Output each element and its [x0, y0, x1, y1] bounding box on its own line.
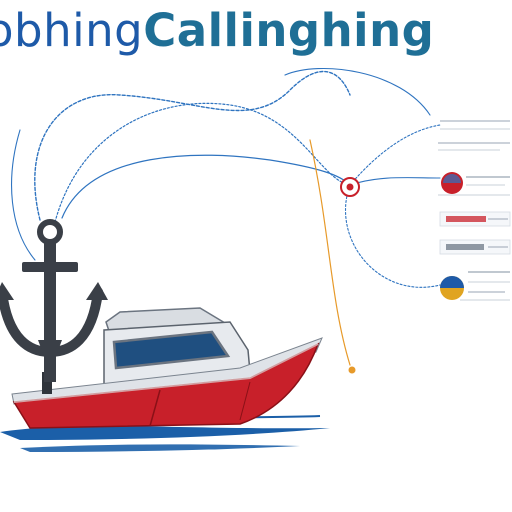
info-card-4	[439, 211, 511, 227]
boat-window	[112, 330, 231, 370]
info-card-1	[440, 120, 510, 130]
title-text: obhingCallinghing	[0, 8, 506, 53]
fishing-line-8	[309, 139, 351, 366]
info-card-2	[438, 142, 510, 151]
boat-deck	[11, 337, 323, 405]
fishing-line-3	[61, 154, 351, 219]
anchor-icon	[0, 219, 108, 382]
fishing-line-5	[349, 177, 441, 186]
fishing-line-7	[284, 67, 431, 116]
title-part-a: obhing	[0, 4, 144, 57]
float-icon	[348, 366, 356, 374]
info-card-5	[439, 239, 511, 255]
fishing-bobber-icon	[340, 177, 360, 197]
fishing-line-2	[54, 102, 351, 223]
boat-icon	[11, 307, 323, 429]
title-part-b: Callinghing	[143, 4, 435, 57]
fishing-line-9	[11, 129, 36, 261]
fishing-lines	[11, 67, 441, 366]
fishing-line-1	[34, 70, 351, 221]
info-card-3	[438, 172, 510, 196]
fishing-line-4	[349, 124, 441, 186]
fishing-line-6	[345, 184, 441, 288]
info-card-6	[440, 271, 510, 301]
